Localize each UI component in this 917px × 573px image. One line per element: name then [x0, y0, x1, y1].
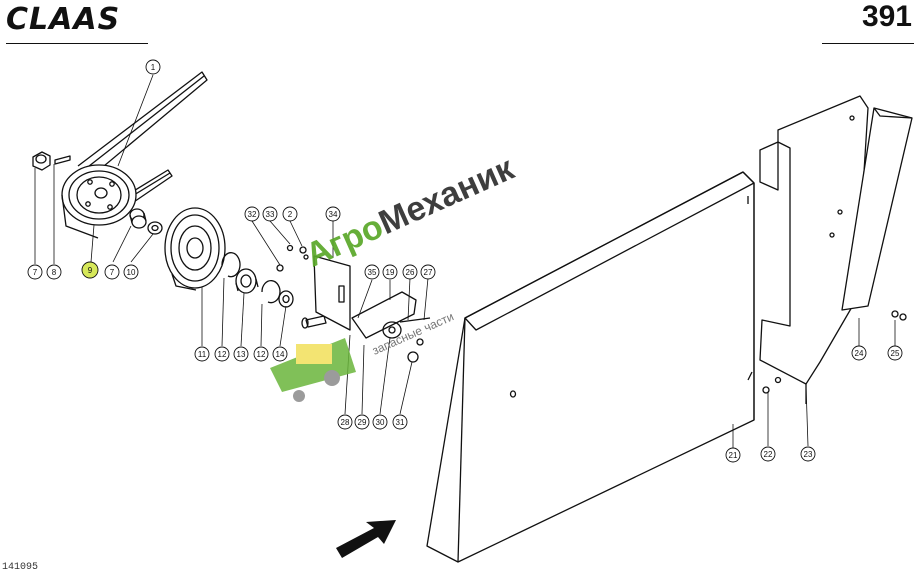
callout-11[interactable]: 11 [198, 350, 207, 359]
pin [54, 155, 71, 165]
side-frame [759, 95, 869, 404]
drive-pulley [164, 207, 226, 291]
header-rule-right [822, 43, 914, 44]
leader-lines [34, 74, 896, 448]
spacer [278, 290, 294, 308]
side-rail [841, 107, 913, 311]
callout-23[interactable]: 23 [804, 450, 813, 459]
header-rule-left [6, 43, 148, 44]
page-number: 391 [861, 0, 912, 33]
callout-1[interactable]: 1 [151, 63, 156, 72]
tension-arm [351, 291, 431, 363]
callout-34[interactable]: 34 [329, 210, 338, 219]
bearing [235, 268, 259, 294]
callout-7b[interactable]: 7 [110, 268, 115, 277]
callout-13[interactable]: 13 [237, 350, 246, 359]
callout-35[interactable]: 35 [368, 268, 377, 277]
washer [147, 221, 163, 235]
circlip-1 [221, 252, 241, 278]
callout-22[interactable]: 22 [764, 450, 773, 459]
callout-28[interactable]: 28 [341, 418, 350, 427]
callout-8[interactable]: 8 [52, 268, 57, 277]
callout-12a[interactable]: 12 [218, 350, 227, 359]
belt-pulley [61, 164, 137, 239]
callout-30[interactable]: 30 [376, 418, 385, 427]
bracket-plate [313, 255, 351, 331]
callout-25[interactable]: 25 [891, 349, 900, 358]
callout-26[interactable]: 26 [406, 268, 415, 277]
bushing [129, 208, 147, 229]
callout-21[interactable]: 21 [729, 451, 738, 460]
callouts [27, 59, 903, 463]
callout-19[interactable]: 19 [386, 268, 395, 277]
callout-2[interactable]: 2 [288, 210, 293, 219]
bolt [301, 315, 327, 329]
screws-25 [891, 310, 907, 321]
cover-panel [426, 171, 755, 563]
callout-10[interactable]: 10 [127, 268, 136, 277]
nut [32, 151, 51, 171]
claas-logo: CLAAS [6, 2, 121, 37]
footer-code: 141095 [2, 562, 39, 573]
callout-9-highlighted[interactable]: 9 [88, 266, 93, 275]
callout-24[interactable]: 24 [855, 349, 864, 358]
callout-32[interactable]: 32 [248, 210, 257, 219]
callout-31[interactable]: 31 [396, 418, 405, 427]
callout-14[interactable]: 14 [276, 350, 285, 359]
watermark-emblem [270, 338, 356, 402]
callout-7a[interactable]: 7 [33, 268, 38, 277]
callout-33[interactable]: 33 [266, 210, 275, 219]
callout-27[interactable]: 27 [424, 268, 433, 277]
small-washers [276, 244, 309, 272]
callout-labels: 1 7 8 9 7 10 11 12 13 12 14 32 33 2 34 3… [33, 63, 900, 460]
screws-22 [762, 376, 782, 394]
callout-29[interactable]: 29 [358, 418, 367, 427]
circlip-2 [261, 280, 281, 304]
direction-arrow [336, 520, 396, 558]
callout-12b[interactable]: 12 [257, 350, 266, 359]
